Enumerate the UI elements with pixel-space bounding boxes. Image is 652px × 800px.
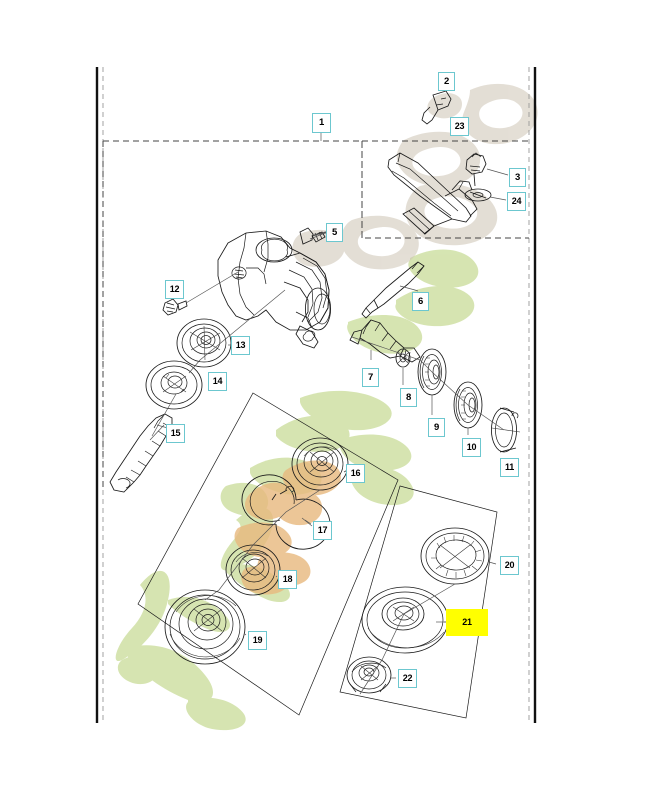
part-13-gear — [176, 289, 286, 368]
callout-label-1[interactable]: 1 — [312, 113, 331, 133]
callout-label-12[interactable]: 12 — [165, 280, 184, 299]
part-21-disc — [361, 586, 449, 654]
callout-label-16[interactable]: 16 — [346, 464, 365, 483]
callout-number: 11 — [504, 462, 515, 472]
callout-label-6[interactable]: 6 — [412, 292, 429, 311]
callout-number: 8 — [405, 391, 412, 403]
callout-label-19[interactable]: 19 — [248, 631, 267, 650]
callout-label-5[interactable]: 5 — [326, 223, 343, 242]
callout-label-22[interactable]: 22 — [398, 669, 417, 688]
part-14-washer — [145, 359, 203, 410]
part-10-bearing — [453, 381, 483, 435]
callout-number: 22 — [402, 673, 413, 683]
callout-label-24[interactable]: 24 — [507, 192, 526, 211]
watermark-orange — [234, 460, 341, 595]
callout-label-11[interactable]: 11 — [500, 458, 519, 477]
callout-label-3[interactable]: 3 — [509, 168, 526, 187]
callout-number: 24 — [511, 196, 522, 206]
watermark-tan — [292, 83, 538, 270]
callout-number: 10 — [466, 442, 477, 452]
callout-label-9[interactable]: 9 — [428, 418, 445, 437]
callout-number: 19 — [252, 635, 263, 645]
callout-number: 23 — [454, 121, 465, 131]
part-5-bolt — [299, 227, 327, 245]
part-11-circlip — [491, 407, 521, 453]
callout-label-2[interactable]: 2 — [438, 72, 455, 91]
callout-number: 20 — [504, 560, 515, 570]
callout-label-7[interactable]: 7 — [362, 368, 379, 387]
callout-number: 6 — [417, 295, 424, 307]
callout-number: 5 — [331, 226, 338, 238]
callout-number: 2 — [443, 75, 450, 87]
callout-number: 17 — [317, 525, 328, 535]
callout-label-21[interactable]: 21 — [446, 609, 488, 636]
callout-number: 21 — [462, 617, 472, 627]
part-handle-assembly — [387, 152, 509, 235]
callout-label-15[interactable]: 15 — [166, 424, 185, 443]
part-20-lock-washer — [420, 527, 497, 585]
callout-number: 13 — [235, 340, 246, 350]
part-gearbox-housing — [217, 230, 332, 349]
callout-number: 16 — [350, 468, 361, 478]
callout-number: 12 — [169, 284, 180, 294]
part-19-hub — [164, 589, 247, 665]
callout-number: 15 — [170, 428, 181, 438]
group-box-clutch — [137, 392, 399, 716]
callout-number: 3 — [514, 171, 521, 183]
callout-number: 7 — [367, 371, 374, 383]
callout-number: 18 — [282, 574, 293, 584]
callout-label-14[interactable]: 14 — [208, 372, 227, 391]
callout-label-13[interactable]: 13 — [231, 336, 250, 355]
callout-label-20[interactable]: 20 — [500, 556, 519, 575]
group-box-disc — [339, 485, 498, 719]
part-22-nut — [346, 656, 396, 694]
callout-label-10[interactable]: 10 — [462, 438, 481, 457]
callout-label-8[interactable]: 8 — [400, 388, 417, 407]
callout-number: 1 — [318, 117, 325, 129]
part-6-rod — [361, 261, 425, 319]
callout-label-18[interactable]: 18 — [278, 570, 297, 589]
group-box-handle — [361, 140, 529, 239]
part-16-drum — [291, 437, 349, 491]
callout-label-23[interactable]: 23 — [450, 117, 469, 136]
part-15-shaft — [109, 393, 177, 493]
part-9-bearing — [417, 348, 447, 415]
callout-number: 14 — [212, 376, 223, 386]
callout-number: 9 — [433, 421, 440, 433]
callout-label-17[interactable]: 17 — [313, 521, 332, 540]
